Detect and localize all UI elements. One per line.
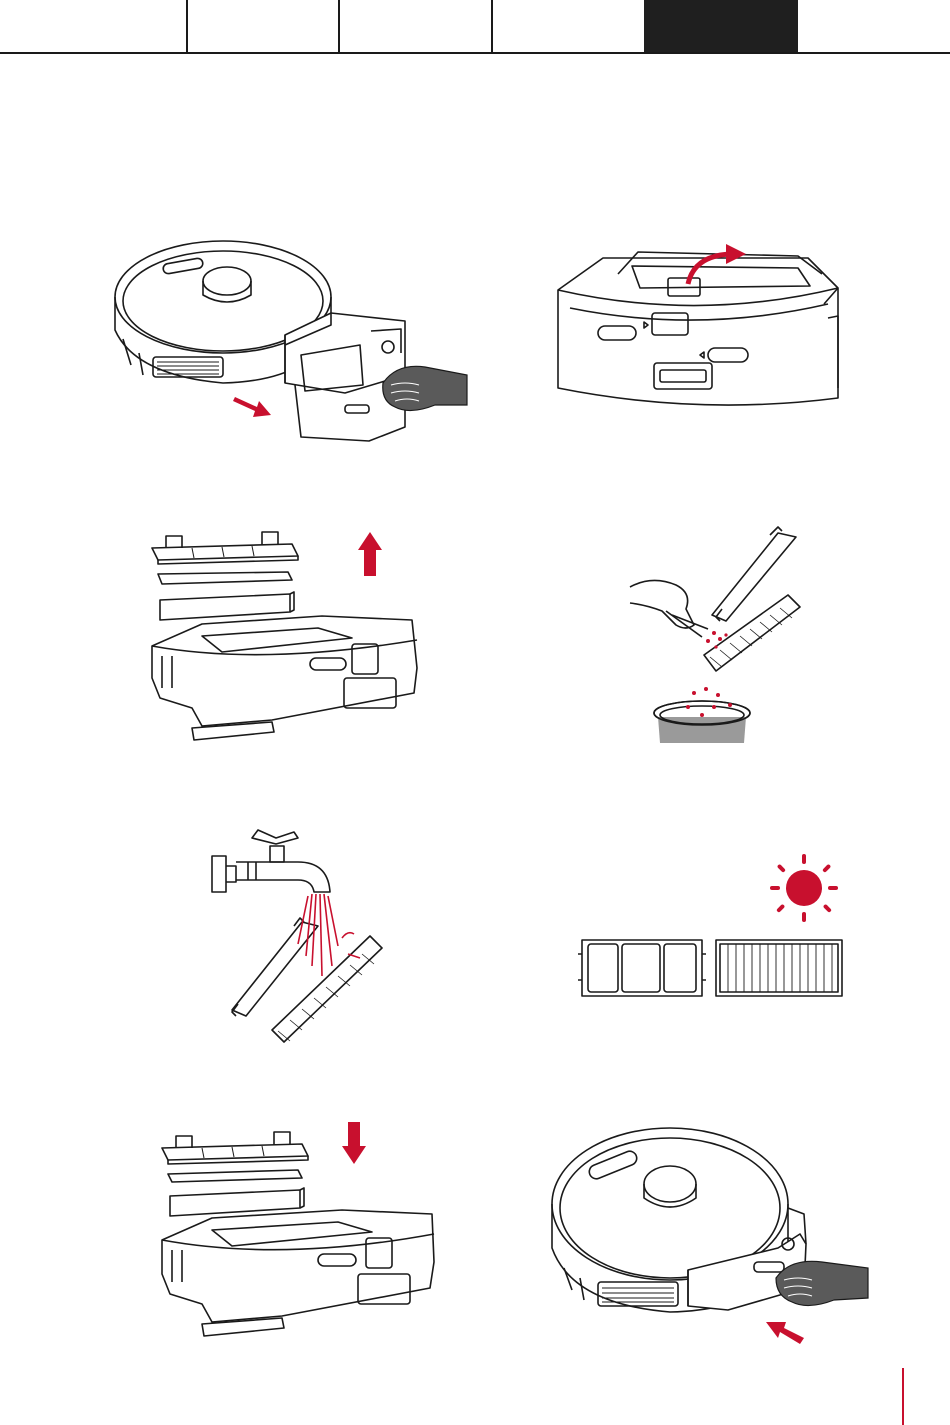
figure-open-dustbin-lid [548, 238, 848, 418]
figure-rinse-filter [208, 826, 388, 1046]
filter-lift-up-icon [142, 528, 427, 743]
robot-with-dustbin-pull-icon [105, 235, 480, 450]
chapter-tab-4[interactable] [493, 0, 644, 52]
page-edge-marker [902, 1368, 904, 1425]
sun-dry-icon [572, 852, 847, 1002]
header-rule [0, 52, 950, 54]
chapter-tab-2[interactable] [188, 0, 340, 52]
chapter-tab-5-active[interactable] [644, 0, 798, 52]
filter-tap-debris-icon [622, 525, 812, 745]
robot-with-dustbin-push-icon [542, 1118, 882, 1353]
figure-tap-filter [622, 525, 812, 745]
figure-lift-filter [142, 528, 427, 743]
chapter-tab-1[interactable] [0, 0, 188, 52]
dustbin-lid-open-icon [548, 238, 848, 418]
figure-remove-dustbin [105, 235, 480, 450]
chapter-tab-3[interactable] [340, 0, 493, 52]
figure-reinstall-dustbin [542, 1118, 882, 1353]
water-tap-rinse-icon [208, 826, 388, 1046]
chapter-tab-strip [0, 0, 950, 54]
figure-insert-filter [152, 1118, 437, 1343]
filter-insert-down-icon [152, 1118, 437, 1343]
figure-dry-filter [572, 852, 847, 1002]
chapter-tab-6[interactable] [798, 0, 950, 52]
